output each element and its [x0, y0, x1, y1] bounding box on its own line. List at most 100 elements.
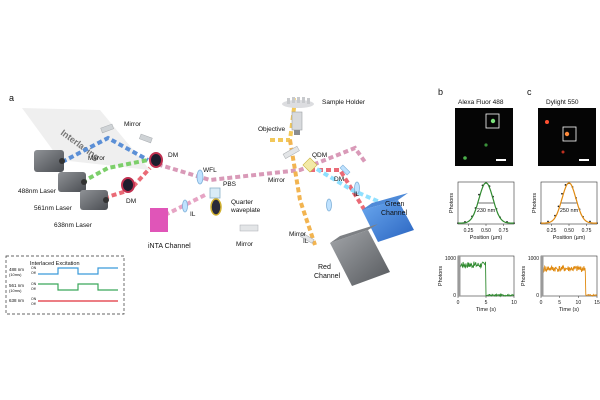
- laser-638-label: 638nm Laser: [54, 222, 93, 229]
- excitation-row-off-2: Off: [31, 302, 36, 306]
- red-channel-label-2: Channel: [314, 273, 341, 280]
- yellow-beam-down: [288, 139, 317, 246]
- laser-561-label: 561nm Laser: [34, 205, 73, 212]
- excitation-row-sub-1: (10ms): [9, 288, 22, 293]
- laser-561-body: [58, 172, 86, 192]
- red-channel-camera-top: [330, 224, 378, 243]
- mirror-top-right: [139, 133, 153, 144]
- il-lens-lower: [326, 198, 332, 212]
- dylight-trace-trace-line: [540, 264, 597, 297]
- green-channel-camera: [362, 200, 414, 242]
- alexa-trace-ytick-top: 1000: [445, 256, 456, 262]
- dylight-profile-point-11: [589, 220, 591, 223]
- dylight-trace-xtick-label-1: 5: [558, 300, 561, 306]
- dylight-profile-point-1: [547, 220, 549, 223]
- excitation-box: Interlaced Excitation 488 nm(10ms)ONOff5…: [5, 255, 125, 315]
- alexa-roi-box: [485, 113, 500, 129]
- alexa-trace-xtick-label-1: 5: [485, 300, 488, 306]
- dylight-profile-point-4: [561, 192, 563, 195]
- laser-488-body: [34, 150, 64, 172]
- laser-488-label: 488nm Laser: [18, 188, 57, 195]
- quarter-waveplate: [210, 198, 222, 216]
- dm-label-top: DM: [168, 152, 178, 159]
- alexa-profile-xlabel: Position (µm): [470, 235, 503, 241]
- dylight-profile-ylabel: Photons: [532, 193, 538, 213]
- panel-c-letter: c: [527, 87, 532, 97]
- mirror-top-left: [100, 123, 114, 134]
- alexa-profile-xtick-label-0: 0.25: [464, 228, 474, 234]
- alexa-trace-ytick-bottom: 0: [453, 293, 456, 299]
- laser-561: 561nm Laser: [34, 172, 87, 212]
- qdm-label: QDM: [312, 152, 327, 159]
- laser-561-aperture: [81, 179, 87, 185]
- beam-paths: [61, 98, 399, 246]
- sample-tube-3: [297, 97, 300, 103]
- alexa-profile-point-4: [478, 193, 480, 196]
- dylight-profile-point-3: [557, 205, 560, 208]
- green-beam: [81, 158, 149, 184]
- alexa-trace-ylabel: Photons: [438, 266, 444, 286]
- panel-b: b Alexa Fluor 488: [438, 87, 513, 166]
- excitation-box-title: Interlaced Excitation: [30, 261, 80, 267]
- red-channel-camera: [330, 230, 390, 286]
- laser-638: 638nm Laser: [54, 190, 109, 229]
- dylight-spot-3: [561, 150, 565, 154]
- dylight-image: [538, 108, 596, 166]
- alexa-trace-trace-line: [457, 261, 515, 298]
- excitation-row-label-1: 561 nm: [9, 283, 24, 288]
- inta-camera: [150, 208, 168, 232]
- red-channel-label-1: Red: [318, 264, 331, 271]
- dylight-roi-box: [562, 126, 577, 142]
- inta-channel-label: iNTA Channel: [148, 243, 191, 250]
- dylight-trace-ytick-bottom: 0: [536, 293, 539, 299]
- panel-a: a Interlacing Mirror Mirror 488nm Laser: [9, 93, 414, 286]
- laser-488: 488nm Laser: [18, 150, 65, 195]
- sample-holder: [282, 97, 314, 108]
- panel-b-letter: b: [438, 87, 443, 97]
- wfl-label: WFL: [203, 167, 217, 174]
- dylight-profile-xtick-label-0: 0.25: [547, 228, 557, 234]
- dylight-profile-xtick-label-1: 0.50: [564, 228, 574, 234]
- sample-holder-label: Sample Holder: [322, 99, 366, 106]
- alexa-trace-xlabel: Time (s): [476, 307, 496, 313]
- il-lens-green: [354, 181, 360, 195]
- excitation-row-on-0: ON: [31, 266, 37, 270]
- dylight-spot-2: [545, 120, 549, 124]
- qdm-optic: [302, 157, 318, 173]
- dylight-trace-xtick-label-3: 15: [594, 300, 600, 306]
- dm-label-right: DM: [334, 176, 344, 183]
- dylight-trace-ylabel: Photons: [521, 266, 527, 286]
- dylight-profile-xtick-label-2: 0.75: [582, 228, 592, 234]
- sample-tube-2: [292, 97, 295, 103]
- alexa-spot-2: [463, 156, 467, 160]
- il-label-lower: IL: [303, 238, 309, 245]
- excitation-box-frame: [5, 255, 125, 315]
- green-channel-label-1: Green: [385, 201, 405, 208]
- il-label-green: IL: [354, 191, 360, 198]
- excitation-row-on-1: ON: [31, 282, 37, 286]
- sample-tube-4: [302, 97, 305, 103]
- dylight-profile-fwhm-label: 250 nm: [560, 208, 579, 214]
- dm-right-optic: [339, 164, 351, 176]
- alexa-scale-bar: [496, 159, 506, 161]
- pbs-label: PBS: [223, 181, 237, 188]
- sample-tube-1: [287, 98, 290, 104]
- mirror-label-bottom: Mirror: [236, 241, 254, 248]
- alexa-profile-fwhm-label: 230 nm: [477, 208, 496, 214]
- excitation-row-sub-0: (10ms): [9, 272, 22, 277]
- dylight-trace-axes-frame: [540, 255, 598, 297]
- dylight-trace-start-bar: [541, 256, 544, 296]
- panel-c-title: Dylight 550: [546, 99, 579, 106]
- laser-488-aperture: [59, 158, 65, 164]
- mirror-mid: [282, 145, 300, 159]
- dylight-trace-xlabel: Time (s): [559, 307, 579, 313]
- interlacing-platform: [22, 108, 150, 170]
- dm-lower-optic: [121, 177, 135, 193]
- mirror-lower-right: [299, 232, 315, 244]
- mirror-bottom: [239, 224, 259, 232]
